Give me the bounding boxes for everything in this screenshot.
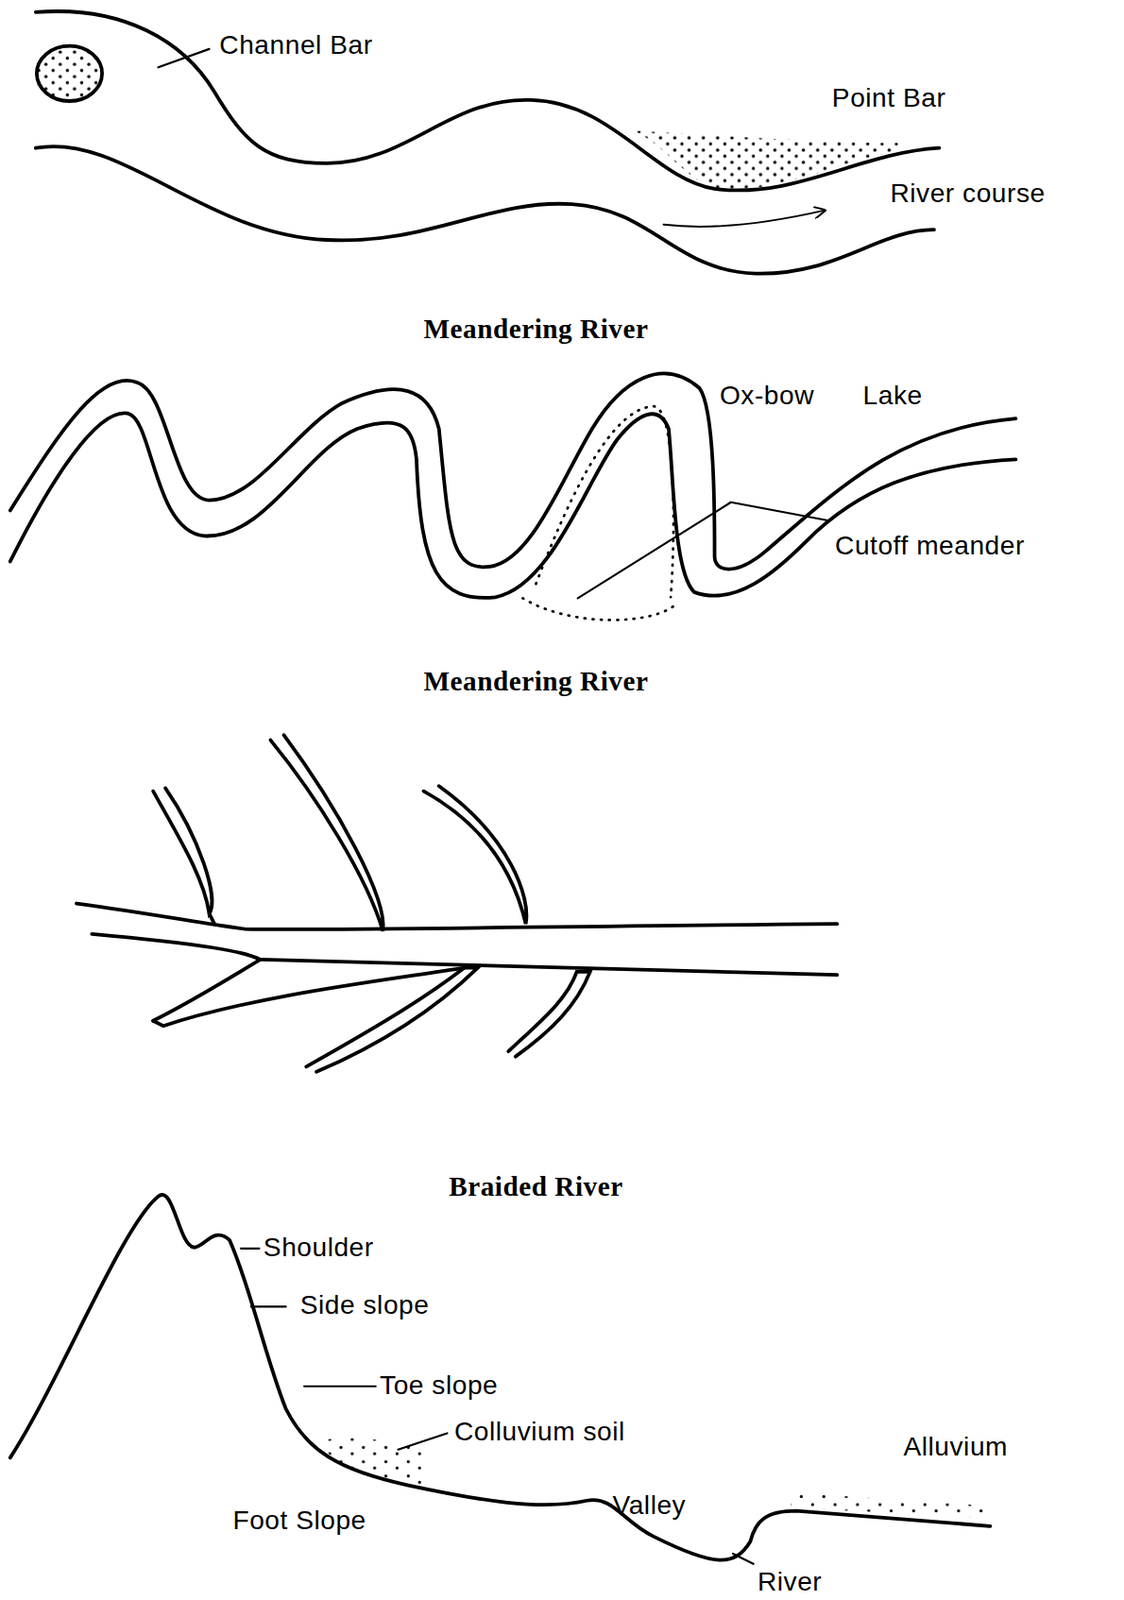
feature-label: River xyxy=(757,1566,822,1597)
feature-label: Colluvium soil xyxy=(454,1416,626,1447)
feature-label: Point Bar xyxy=(832,84,946,114)
feature-label: River course xyxy=(889,178,1045,208)
title-label: Braided River xyxy=(448,1172,624,1203)
title-label: Meandering River xyxy=(423,666,648,698)
title-label: Meandering River xyxy=(423,314,648,345)
feature-label: Ox-bow Lake xyxy=(719,380,923,410)
feature-label: Shoulder xyxy=(263,1233,375,1263)
feature-label: Cutoff meander xyxy=(834,530,1025,561)
feature-label: Valley xyxy=(612,1490,686,1520)
feature-label: Toe slope xyxy=(379,1371,498,1401)
feature-label: Side slope xyxy=(300,1290,430,1320)
feature-label: Channel Bar xyxy=(219,30,373,60)
feature-label: Foot Slope xyxy=(232,1505,366,1535)
feature-label: Alluvium xyxy=(903,1431,1009,1462)
